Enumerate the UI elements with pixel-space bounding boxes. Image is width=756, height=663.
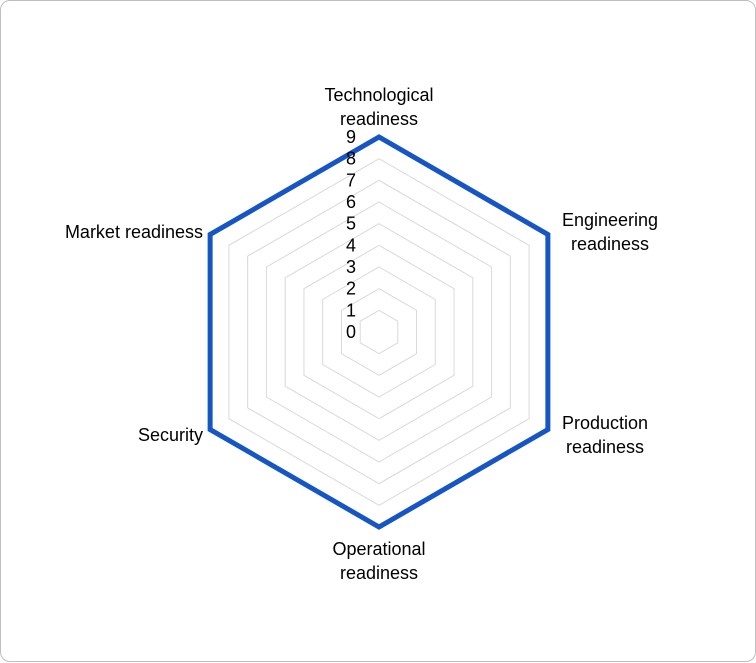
radar-grid-ring-1 <box>359 309 399 355</box>
radar-tick-label: 8 <box>346 149 356 169</box>
radar-tick-label: 7 <box>346 170 356 190</box>
radar-series-layer <box>207 134 551 530</box>
radar-grid-ring-3 <box>322 266 436 398</box>
radar-grid-ring-7 <box>247 179 511 485</box>
radar-tick-label: 4 <box>346 235 356 255</box>
radar-tick-label: 2 <box>346 279 356 299</box>
radar-grid-ring-5 <box>284 223 474 441</box>
radar-tick-label: 6 <box>346 192 356 212</box>
radar-tick-label: 3 <box>346 257 356 277</box>
radar-tick-label: 9 <box>346 127 356 147</box>
radar-category-label-5: Market readiness <box>65 222 203 242</box>
radar-grid <box>209 136 549 528</box>
radar-grid-ring-2 <box>340 288 418 376</box>
radar-grid-ring-4 <box>303 244 455 420</box>
radar-tick-label: 5 <box>346 214 356 234</box>
radar-tick-label: 1 <box>346 300 356 320</box>
radar-tick-label: 0 <box>346 322 356 342</box>
radar-category-label-4: Security <box>138 425 203 445</box>
radar-grid-ring-6 <box>265 201 493 463</box>
radar-grid-ring-8 <box>228 158 530 506</box>
radar-series-line-0 <box>207 134 551 530</box>
radar-grid-ring-9 <box>209 136 549 528</box>
